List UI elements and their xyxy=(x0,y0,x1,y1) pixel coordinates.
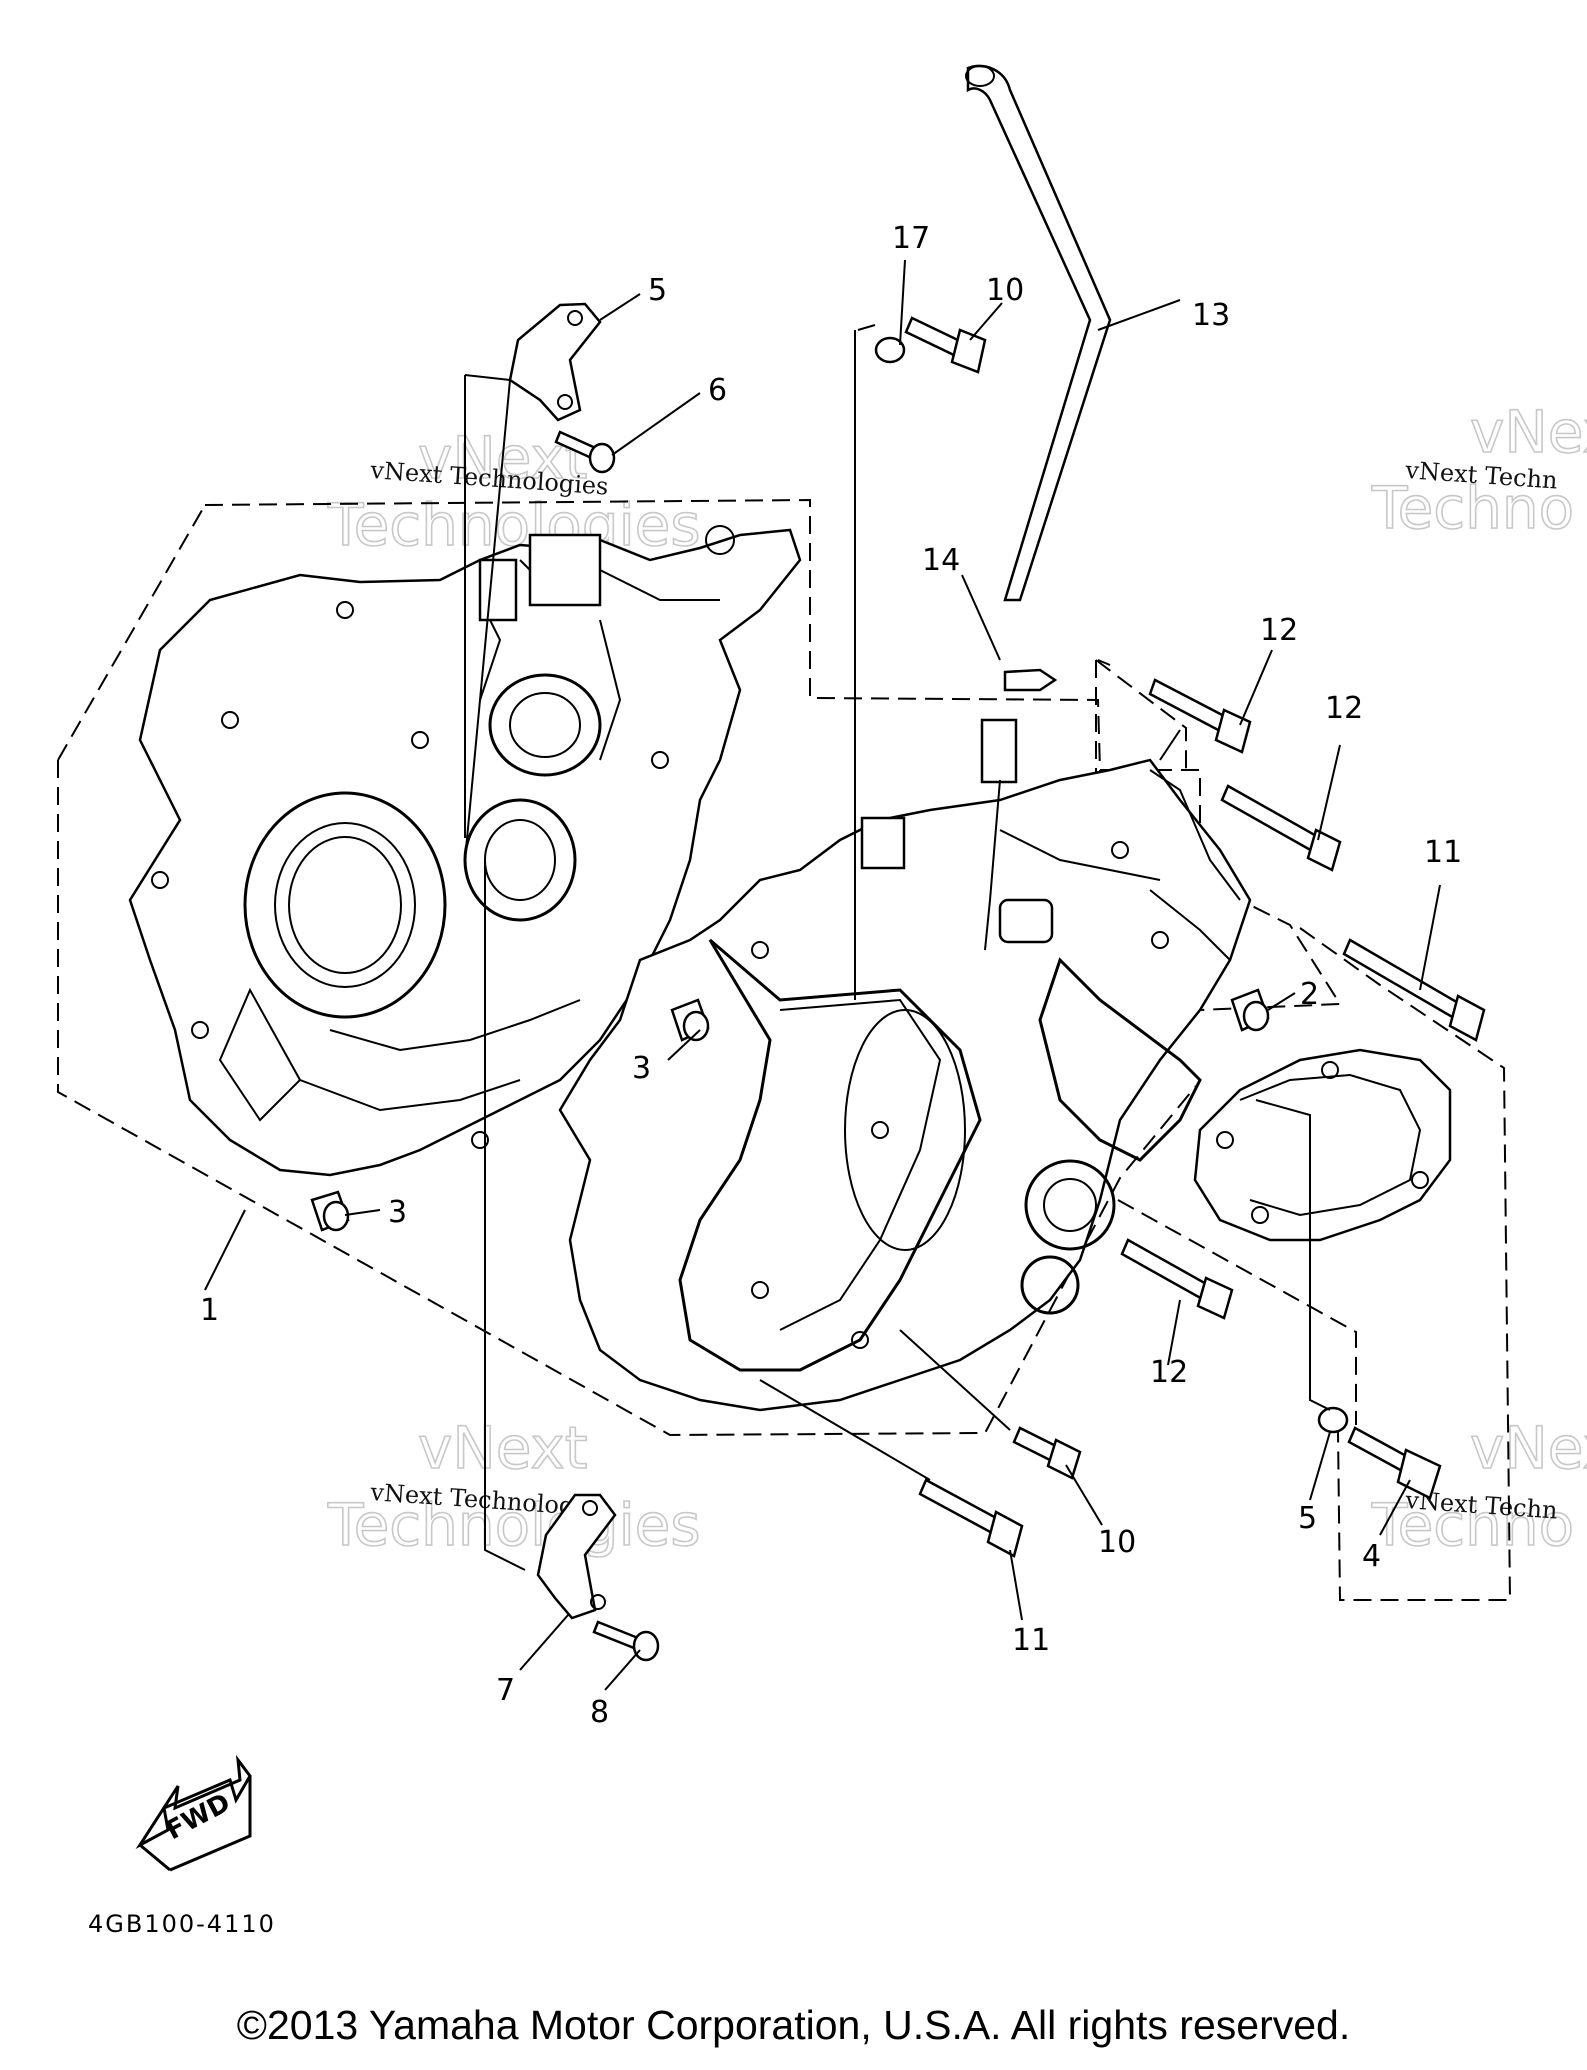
bolt-4-part xyxy=(1347,1426,1442,1500)
watermark-big-bottom-right: Techno xyxy=(1371,474,1574,542)
bearing-retainer-lower xyxy=(536,1493,617,1620)
breather-hose-part xyxy=(966,64,1112,602)
assembly-boundary-left xyxy=(57,498,1342,1437)
breather-fitting-part xyxy=(980,718,1018,784)
bolt-14-part xyxy=(1220,784,1342,872)
callout-12-upper: 12 xyxy=(1260,613,1298,648)
alignment-lines xyxy=(464,324,1331,1571)
callout-10-lower: 10 xyxy=(1098,1525,1136,1560)
callout-4: 4 xyxy=(1362,1539,1381,1574)
bearing-retainer-upper xyxy=(508,302,602,422)
callout-17: 14 xyxy=(922,543,960,578)
washer-5-part xyxy=(1317,1406,1349,1434)
watermark-big-bottom-lower-left: Technologies xyxy=(327,1491,701,1559)
callout-16: 13 xyxy=(1192,298,1230,333)
bolt-11-part xyxy=(918,1478,1024,1558)
callout-15: 17 xyxy=(892,221,930,256)
callout-7: 6 xyxy=(708,373,727,408)
callout-3-center: 3 xyxy=(632,1051,651,1086)
callout-13: 11 xyxy=(1424,835,1462,870)
callout-8: 7 xyxy=(496,1673,515,1708)
drawing-code: 4GB100-4110 xyxy=(88,1910,276,1938)
right-crankcase-part xyxy=(558,758,1252,1412)
callout-10-upper: 10 xyxy=(986,273,1024,308)
bolt-10-upper-part xyxy=(904,316,987,374)
callout-1: 1 xyxy=(200,1293,219,1328)
bolt-13-part xyxy=(1342,938,1486,1042)
dowel-pin-3-center-part xyxy=(670,998,710,1042)
dowel-pin-2-part xyxy=(1230,988,1270,1032)
assembly-boundary-right xyxy=(1117,927,1512,1601)
bolt-12-lower-part xyxy=(1120,1238,1234,1320)
callout-12-lower: 12 xyxy=(1150,1355,1188,1390)
crankcase-cover-part xyxy=(1193,1048,1452,1242)
bolt-10-lower-part xyxy=(1012,1426,1082,1480)
watermark-big-bottom-lower-right: Techno xyxy=(1371,1491,1574,1559)
watermark-big-top-right: vNex xyxy=(1470,398,1587,466)
dowel-pin-3-left-part xyxy=(310,1190,350,1232)
callout-14: 12 xyxy=(1325,691,1363,726)
callout-leaders xyxy=(204,259,1441,1691)
callout-2: 2 xyxy=(1300,977,1319,1012)
bolt-12-upper-part xyxy=(1148,678,1252,754)
screw-7-part xyxy=(554,430,616,474)
callout-5: 5 xyxy=(1298,1501,1317,1536)
forward-direction-arrow: FWD xyxy=(135,1754,252,1872)
callout-11: 11 xyxy=(1012,1623,1050,1658)
watermark-big-top-lower-left: vNext xyxy=(418,1414,587,1482)
breather-hose-end xyxy=(965,65,995,87)
callout-9: 8 xyxy=(590,1695,609,1730)
washer-15-part xyxy=(874,336,906,364)
breather-pipe xyxy=(984,779,1001,951)
callout-6: 5 xyxy=(648,273,667,308)
screw-9-part xyxy=(592,1620,660,1662)
callout-numbers: 5 6 17 10 13 14 12 12 11 2 3 3 1 12 10 1… xyxy=(200,221,1462,1730)
callout-3-left: 3 xyxy=(388,1195,407,1230)
copyright-notice: ©2013 Yamaha Motor Corporation, U.S.A. A… xyxy=(236,2002,1351,2048)
hose-clip-part xyxy=(1003,668,1058,692)
watermark-big-top-lower-right: vNex xyxy=(1470,1414,1587,1482)
